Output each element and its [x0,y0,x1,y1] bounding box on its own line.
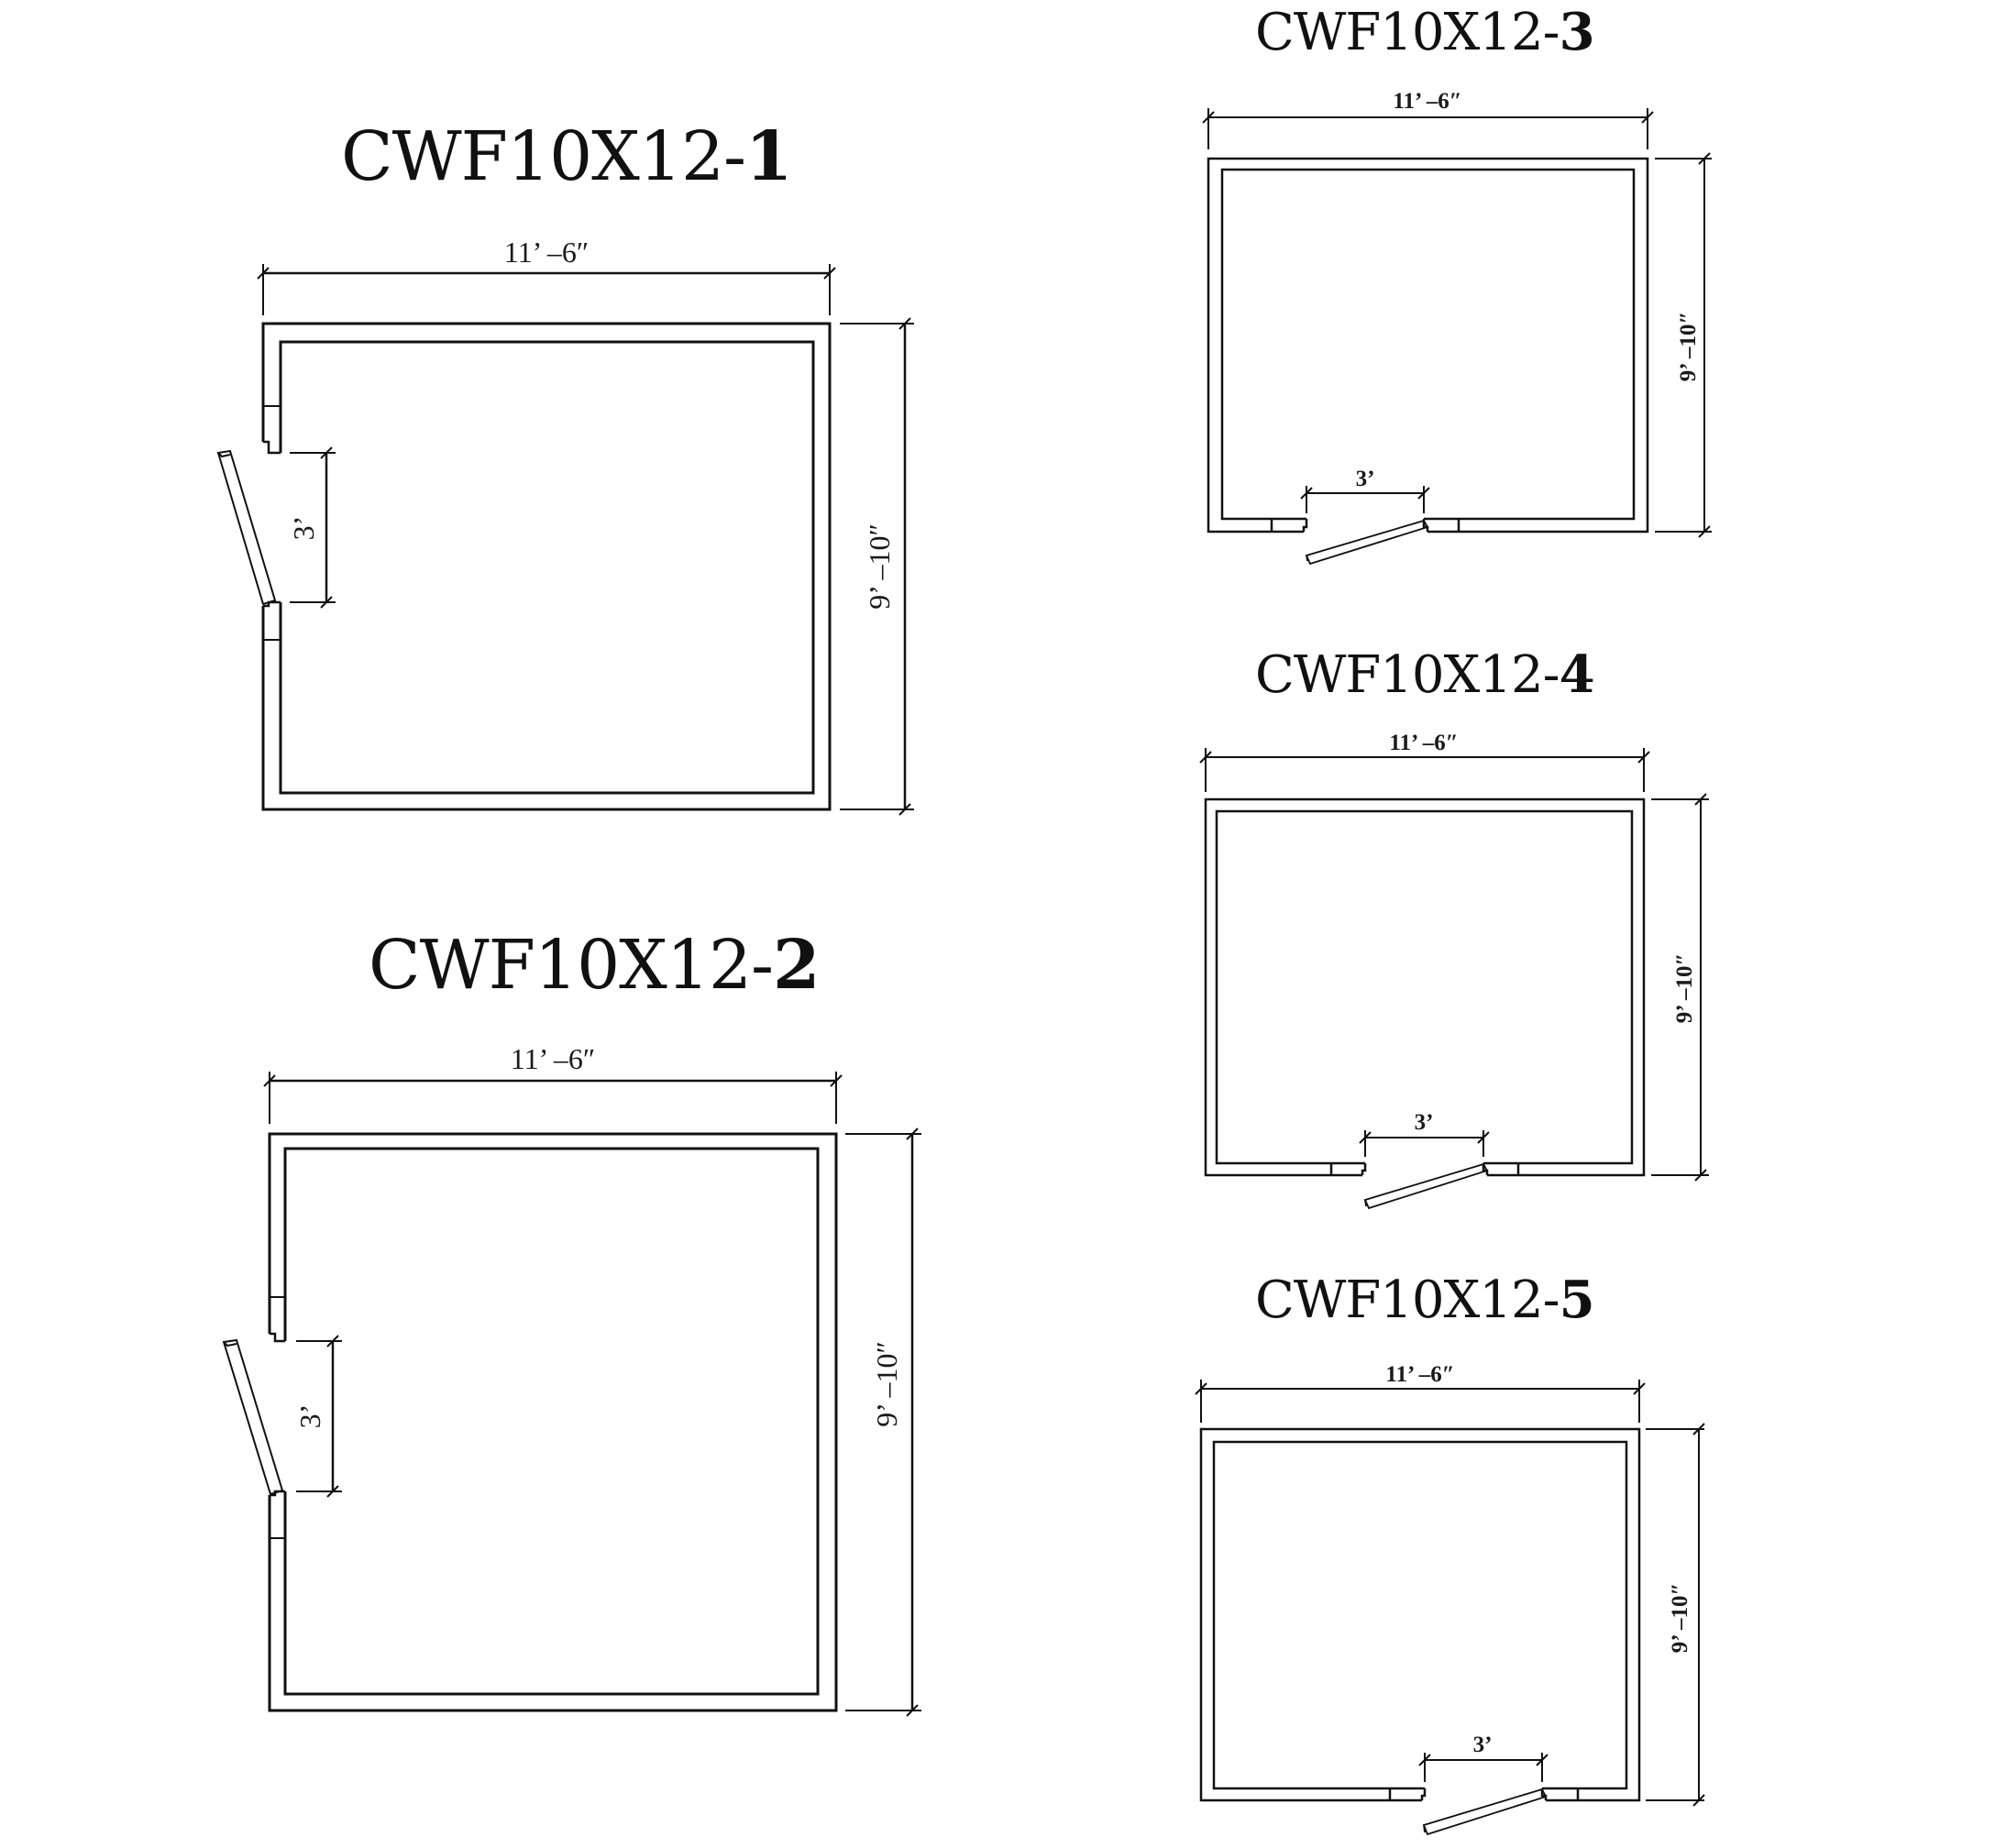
plan-3-depth-label: 9’ –10″ [1676,312,1701,382]
plan-1-title-number: 1 [745,117,792,196]
plan-3-width-dimension [1201,108,1655,149]
plan-3-door-label: 3’ [1356,467,1375,491]
plan-4-door-leaf [1363,1162,1489,1210]
plan-4-title-number: 4 [1559,644,1595,705]
plan-3-title-prefix: CWF10X12- [1255,3,1560,62]
plan-5-drawing [1194,1380,1706,1836]
plan-5-depth-dimension [1646,1422,1706,1808]
plan-3-door-leaf [1305,519,1429,566]
plan-3-walls [1207,157,1649,534]
plan-2-walls [268,1132,838,1712]
plan-3-title: CWF10X12-3 [1255,2,1595,62]
plan-3-door-dimension [1299,486,1431,513]
plan-3-title-number: 3 [1559,2,1595,62]
plan-1-depth-label: 9’ –10″ [863,523,896,610]
plan-5-door-leaf [1422,1788,1548,1836]
plan-2-depth-dimension [845,1127,921,1718]
plan-1-walls [261,322,832,811]
plan-5-walls [1199,1427,1641,1802]
plan-3-drawing [1201,108,1712,566]
plan-3-depth-dimension [1655,151,1712,539]
plan-5-door-label: 3’ [1473,1732,1493,1757]
plan-2-title: CWF10X12-2 [369,926,821,1005]
plan-4-depth-dimension [1651,792,1709,1182]
plan-1-title: CWF10X12-1 [341,117,793,196]
plan-2-title-number: 2 [773,926,820,1005]
plan-1-title-prefix: CWF10X12- [341,117,746,196]
plan-1-width-label: 11’ –6″ [504,236,589,269]
plan-4-depth-label: 9’ –10″ [1672,953,1697,1024]
plan-5-depth-label: 9’ –10″ [1668,1583,1692,1654]
plan-4-width-label: 11’ –6″ [1389,731,1458,755]
plan-4-width-dimension [1198,748,1651,792]
plan-2-door-leaf [222,1338,284,1496]
plan-2-title-prefix: CWF10X12- [369,926,774,1005]
plan-4-drawing [1198,748,1709,1210]
plan-1-door-dimension [290,446,336,610]
plan-4-walls [1204,798,1646,1177]
plan-1-door-label: 3’ [287,516,320,541]
plan-1-width-dimension [256,264,837,315]
plan-2-drawing [222,1072,921,1718]
plan-4-door-label: 3’ [1415,1110,1434,1135]
plan-5-width-dimension [1194,1380,1647,1423]
plan-4-title-prefix: CWF10X12- [1255,645,1560,705]
plan-5-title: CWF10X12-5 [1255,1270,1595,1330]
plan-2-width-label: 11’ –6″ [511,1042,595,1075]
plan-4-title: CWF10X12-4 [1255,644,1595,705]
plan-4-door-dimension [1358,1130,1491,1157]
plan-1-door-leaf [216,449,277,606]
plan-5-width-label: 11’ –6″ [1385,1362,1454,1387]
plan-2-depth-label: 9’ –10″ [870,1341,903,1427]
plan-5-title-prefix: CWF10X12- [1255,1270,1560,1330]
plan-2-width-dimension [262,1072,843,1124]
plan-5-door-dimension [1417,1753,1549,1782]
plan-2-door-dimension [296,1334,342,1499]
plan-1-drawing [216,264,914,817]
plan-1-depth-dimension [840,316,914,817]
plan-3-width-label: 11’ –6″ [1393,89,1461,114]
plan-5-title-number: 5 [1559,1270,1595,1330]
plan-2-door-label: 3’ [293,1404,326,1429]
